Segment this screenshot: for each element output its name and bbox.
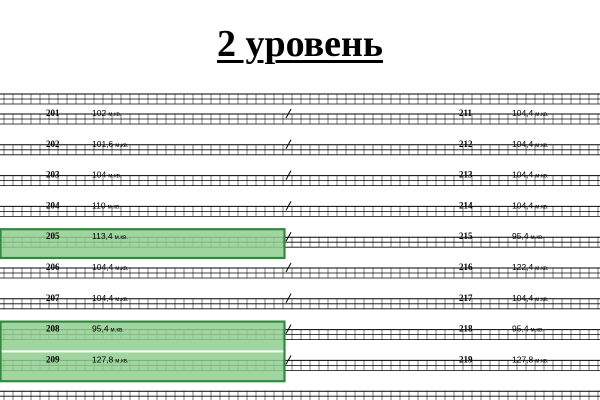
slash-mark [285, 139, 292, 150]
slash-mark [285, 108, 292, 119]
slash-mark [285, 324, 292, 334]
right-unit-label: м.кв. [535, 112, 549, 118]
left-unit-number: 205 [46, 231, 60, 241]
right-unit-area: 104,4 [512, 200, 534, 210]
right-unit-number: 213 [459, 170, 473, 180]
right-unit-label: м.кв. [535, 297, 549, 303]
right-unit-area: 104,4 [512, 170, 534, 180]
slash-mark [285, 293, 292, 304]
slash-mark [285, 355, 292, 365]
right-unit-area: 95,4 [512, 231, 529, 241]
left-unit-area: 104,4 [92, 293, 114, 303]
left-unit-label: м.кв. [111, 328, 125, 334]
right-unit-number: 212 [459, 139, 473, 149]
right-unit-number: 215 [459, 231, 473, 241]
right-unit-number: 218 [459, 324, 473, 334]
slash-marks [285, 108, 292, 365]
left-unit-number: 204 [46, 200, 60, 210]
highlight-block [0, 229, 284, 258]
right-unit-label: м.кв. [535, 204, 549, 210]
left-unit-area: 127,8 [92, 354, 114, 364]
highlight-outline [0, 320, 286, 383]
right-unit-area: 95,4 [512, 324, 529, 334]
slash-mark [285, 201, 292, 211]
highlight-outline [0, 228, 286, 260]
slash-mark [285, 231, 292, 242]
right-unit-label: м.кв. [531, 235, 545, 241]
left-unit-label: м.кв. [115, 235, 129, 241]
right-unit-area: 127,8 [512, 354, 534, 364]
left-unit-label: м.кв. [108, 112, 122, 118]
left-unit-number: 203 [46, 170, 60, 180]
highlight-block [0, 321, 284, 351]
left-unit-label: м.кв. [115, 358, 129, 364]
right-unit-number: 214 [459, 200, 473, 210]
right-unit-label: м.кв. [535, 358, 549, 364]
left-unit-number: 208 [46, 324, 60, 334]
page-title: 2 уровень [216, 23, 384, 65]
right-unit-label: м.кв. [531, 328, 545, 334]
left-unit-area: 95,4 [92, 324, 109, 334]
left-unit-label: м.кв. [115, 266, 129, 272]
highlight-block [0, 352, 284, 382]
left-unit-label: м.кв. [115, 143, 129, 149]
highlight-layer [0, 228, 286, 383]
left-unit-number: 209 [46, 354, 60, 364]
left-unit-label: м.кв. [108, 204, 122, 210]
left-unit-area: 104 [92, 170, 106, 180]
slash-mark [285, 170, 292, 180]
left-unit-label: м.кв. [108, 174, 122, 180]
slash-mark [285, 262, 292, 273]
right-unit-label: м.кв. [535, 143, 549, 149]
left-unit-number: 206 [46, 262, 60, 272]
right-unit-number: 217 [459, 293, 473, 303]
left-unit-number: 202 [46, 139, 60, 149]
left-unit-label: м.кв. [115, 297, 129, 303]
left-unit-number: 207 [46, 293, 60, 303]
right-unit-area: 122,4 [512, 262, 534, 272]
left-unit-area: 101,6 [92, 139, 114, 149]
right-unit-label: м.кв. [535, 174, 549, 180]
left-unit-number: 201 [46, 108, 60, 118]
right-unit-number: 211 [459, 108, 473, 118]
right-unit-area: 104,4 [512, 139, 534, 149]
right-unit-area: 104,4 [512, 108, 534, 118]
right-unit-number: 216 [459, 262, 473, 272]
left-unit-area: 102 [92, 108, 106, 118]
right-unit-number: 219 [459, 354, 473, 364]
left-unit-area: 110 [92, 200, 106, 210]
left-unit-area: 104,4 [92, 262, 114, 272]
grid-lines [0, 93, 600, 400]
right-unit-label: м.кв. [535, 266, 549, 272]
left-unit-area: 113,4 [92, 231, 113, 241]
right-unit-area: 104,4 [512, 293, 534, 303]
